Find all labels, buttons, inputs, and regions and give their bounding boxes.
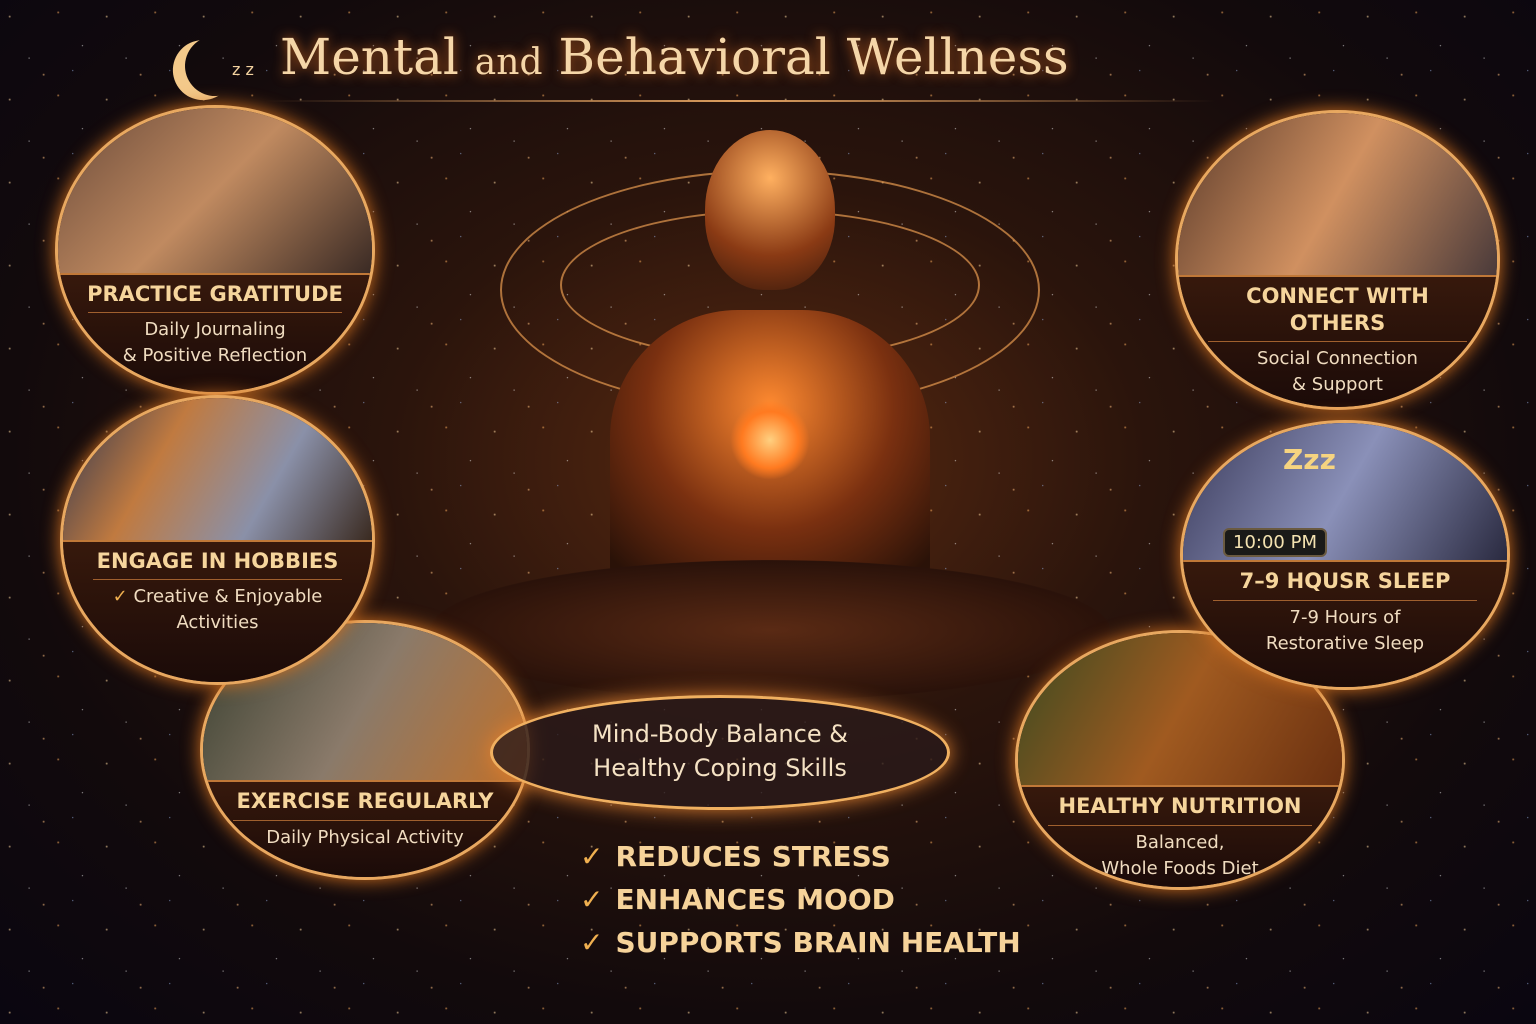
journaling-image <box>58 108 372 273</box>
meditating-figure <box>430 110 1110 710</box>
friends-image <box>1178 113 1497 275</box>
heart-icon <box>730 400 810 480</box>
page-title: Mental and Behavioral Wellness <box>280 28 1069 86</box>
check-icon: ✓ <box>580 883 604 916</box>
check-icon: ✓ <box>580 840 604 873</box>
card-hobbies: ENGAGE IN HOBBIES ✓ Creative & Enjoyable… <box>60 395 375 685</box>
card-sleep: Zzz 10:00 PM 7–9 HQUSR SLEEP 7-9 Hours o… <box>1180 420 1510 690</box>
card-desc: Daily Physical Activity <box>233 819 497 851</box>
title-divider <box>265 100 1215 102</box>
check-icon: ✓ <box>580 926 604 959</box>
sleep-z-icon: z z <box>232 60 254 79</box>
alarm-clock: 10:00 PM <box>1223 528 1327 557</box>
card-nutrition: HEALTHY NUTRITION Balanced,Whole Foods D… <box>1015 630 1345 890</box>
benefits-list: ✓REDUCES STRESS ✓ENHANCES MOOD ✓SUPPORTS… <box>580 835 1021 964</box>
painting-image <box>63 398 372 540</box>
sleeping-image: Zzz 10:00 PM <box>1183 423 1507 561</box>
benefit-item: ✓ENHANCES MOOD <box>580 883 895 916</box>
card-desc: Daily Journaling <box>144 319 286 341</box>
card-title: 7–9 HQUSR SLEEP <box>1239 569 1451 594</box>
card-title: ENGAGE IN HOBBIES <box>96 549 339 573</box>
card-title: HEALTHY NUTRITION <box>1058 794 1302 819</box>
card-gratitude: PRACTICE GRATITUDE Daily Journaling& Pos… <box>55 105 375 395</box>
card-title: PRACTICE GRATITUDE <box>87 281 343 306</box>
benefit-item: ✓SUPPORTS BRAIN HEALTH <box>580 926 1021 959</box>
benefit-item: ✓REDUCES STRESS <box>580 840 891 873</box>
zzz-icon: Zzz <box>1283 443 1336 476</box>
card-title: EXERCISE REGULARLY <box>236 789 494 814</box>
mind-body-balance-label: Mind-Body Balance & Healthy Coping Skill… <box>490 695 950 810</box>
check-icon: ✓ <box>112 586 134 608</box>
